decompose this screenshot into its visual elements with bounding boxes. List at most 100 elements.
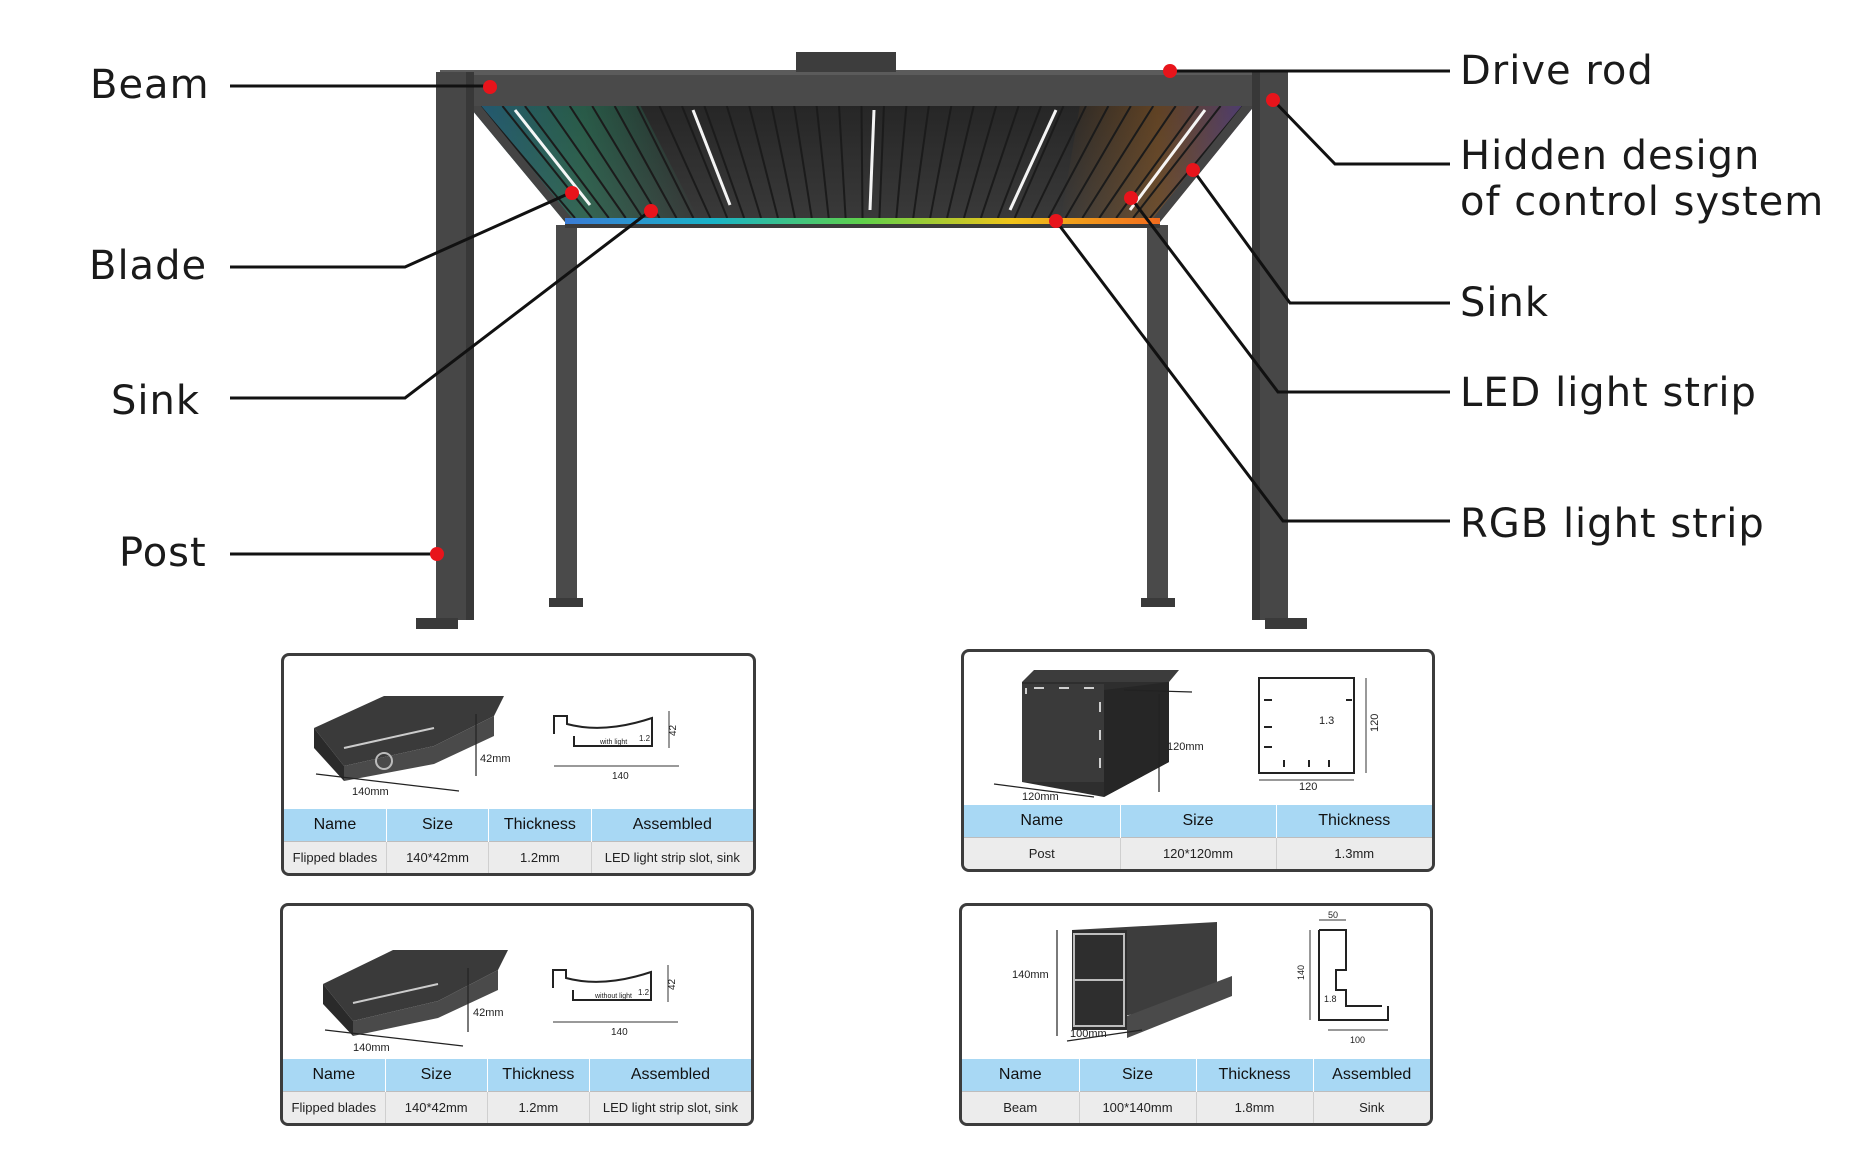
col-size: Size: [386, 809, 490, 842]
cell-name: Beam: [962, 1091, 1080, 1123]
roof-slat: [1047, 105, 1110, 219]
roof-slat: [860, 105, 864, 219]
svg-text:without light: without light: [594, 993, 632, 1000]
roof-slat: [658, 105, 712, 219]
svg-text:140mm: 140mm: [1012, 969, 1049, 981]
cell-name: Flipped blades: [284, 841, 387, 873]
svg-text:100mm: 100mm: [1070, 1028, 1107, 1040]
roof-slat: [591, 105, 661, 219]
roof-slat: [929, 105, 953, 219]
cell-name: Flipped blades: [283, 1091, 386, 1123]
svg-text:140: 140: [611, 1027, 628, 1038]
leader-lines: [230, 69, 1450, 556]
roof-slat: [963, 105, 998, 219]
col-thickness: Thickness: [1276, 805, 1432, 838]
label-hidden-design: Hidden design: [1460, 133, 1761, 179]
cell-size: 140*42mm: [386, 841, 490, 873]
svg-text:1.3: 1.3: [1319, 715, 1334, 727]
svg-text:42: 42: [667, 978, 678, 990]
cell-thickness: 1.8mm: [1196, 1091, 1314, 1123]
col-assembled: Assembled: [589, 1059, 751, 1092]
spec-table-beam: Name Size Thickness Assembled Beam 100*1…: [962, 1059, 1430, 1123]
svg-text:1.2: 1.2: [638, 988, 650, 997]
roof-slat: [1098, 105, 1177, 219]
roof-slat: [546, 105, 627, 219]
label-post: Post: [119, 530, 207, 576]
marker-drive-rod: [1163, 64, 1177, 78]
cell-size: 100*140mm: [1079, 1091, 1197, 1123]
col-thickness: Thickness: [488, 809, 592, 842]
spec-card-blade-led: 140mm 42mm 140 42 1.2 with light Name Si…: [281, 653, 756, 876]
marker-blade: [565, 186, 579, 200]
cell-thickness: 1.2mm: [488, 841, 592, 873]
col-thickness: Thickness: [487, 1059, 590, 1092]
col-name: Name: [284, 809, 387, 842]
roof-slat: [1132, 105, 1222, 219]
roof-slat: [996, 105, 1042, 219]
svg-text:42: 42: [668, 724, 679, 736]
roof-slat: [501, 105, 593, 219]
col-size: Size: [1079, 1059, 1197, 1092]
svg-text:140mm: 140mm: [353, 1042, 390, 1054]
roof-slat: [1013, 105, 1065, 219]
top-beam: [440, 52, 1280, 106]
marker-post: [430, 547, 444, 561]
label-control-system: of control system: [1460, 179, 1825, 225]
marker-sink-right: [1186, 163, 1200, 177]
roof-slat: [770, 105, 796, 219]
svg-text:140mm: 140mm: [352, 786, 389, 798]
roof-slat: [912, 105, 930, 219]
marker-beam: [483, 80, 497, 94]
spec-table-blade-led: Name Size Thickness Assembled Flipped bl…: [284, 809, 753, 873]
label-sink-left: Sink: [111, 378, 201, 424]
roof-slat: [979, 105, 1020, 219]
roof-slat: [524, 105, 610, 219]
cell-thickness: 1.3mm: [1276, 837, 1432, 869]
cell-assembled: LED light strip slot, sink: [591, 841, 753, 873]
marker-sink-left: [644, 204, 658, 218]
roof-slat: [815, 105, 830, 219]
cell-size: 140*42mm: [385, 1091, 488, 1123]
svg-text:120: 120: [1299, 781, 1317, 793]
blade-profile-figure: 140mm 42mm 140 42 1.2 with light: [314, 696, 679, 798]
spec-card-post: 120mm 120mm 120 120 1.3 Name Size Thickn…: [961, 649, 1435, 872]
svg-text:42mm: 42mm: [480, 753, 511, 765]
roof-slat: [1064, 105, 1132, 219]
blade-plain-profile-figure: 140mm 42mm 140 42 1.2 without light: [323, 950, 678, 1054]
roof-slat: [1081, 105, 1155, 219]
svg-text:140: 140: [1296, 965, 1306, 980]
cell-assembled: Sink: [1313, 1091, 1430, 1123]
svg-text:120mm: 120mm: [1167, 741, 1204, 753]
col-name: Name: [964, 805, 1121, 838]
front-posts: [416, 72, 1307, 629]
spec-table-blade-plain: Name Size Thickness Assembled Flipped bl…: [283, 1059, 751, 1123]
roof-slat: [613, 105, 678, 219]
roof-slat: [703, 105, 746, 219]
col-name: Name: [962, 1059, 1080, 1092]
post-profile-figure: 120mm 120mm 120 120 1.3: [993, 670, 1381, 803]
back-posts: [549, 225, 1175, 607]
roof-slat: [946, 105, 975, 219]
col-size: Size: [385, 1059, 488, 1092]
beam-profile-figure: 140mm 100mm 50 140 100 1.8: [1012, 910, 1389, 1045]
svg-text:120mm: 120mm: [1022, 791, 1059, 803]
label-blade: Blade: [89, 243, 208, 289]
svg-text:1.2: 1.2: [639, 734, 651, 743]
label-led-strip: LED light strip: [1460, 370, 1757, 416]
roof-slat: [636, 105, 695, 219]
roof-slat: [681, 105, 729, 219]
svg-text:120: 120: [1369, 714, 1381, 732]
label-drive-rod: Drive rod: [1460, 48, 1654, 94]
col-size: Size: [1120, 805, 1277, 838]
col-thickness: Thickness: [1196, 1059, 1314, 1092]
svg-text:1.8: 1.8: [1324, 994, 1337, 1004]
cell-thickness: 1.2mm: [487, 1091, 590, 1123]
roof-slat: [895, 105, 908, 219]
cell-name: Post: [964, 837, 1121, 869]
roof-slat: [748, 105, 779, 219]
cell-size: 120*120mm: [1120, 837, 1277, 869]
svg-text:100: 100: [1350, 1035, 1365, 1045]
roof-slat: [838, 105, 847, 219]
markers: [430, 64, 1280, 561]
